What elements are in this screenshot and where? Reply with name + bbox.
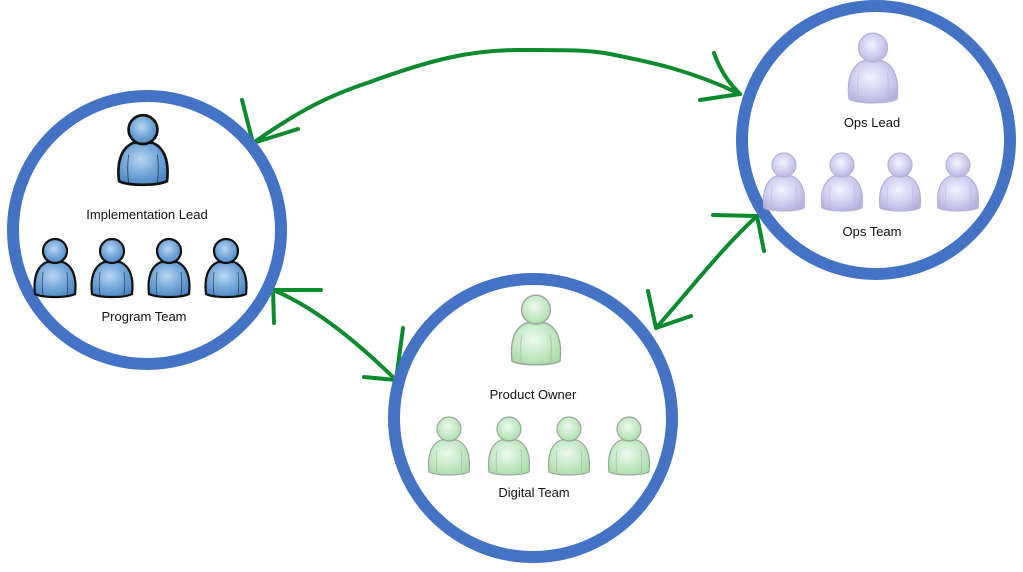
person-crease	[41, 271, 44, 296]
person-crease	[886, 72, 889, 101]
person-body	[820, 175, 864, 212]
person-crease	[98, 271, 101, 296]
person-head	[41, 237, 69, 265]
person-crease	[435, 449, 438, 474]
person-crease	[212, 271, 215, 296]
person-crease	[911, 185, 914, 210]
person-crease	[127, 154, 130, 183]
person-crease	[123, 271, 126, 296]
person-head	[945, 152, 971, 178]
person-body	[33, 260, 77, 299]
person-body	[147, 260, 191, 299]
lead-label: Ops Lead	[844, 115, 900, 130]
person-head	[496, 416, 522, 442]
member-person-icon	[487, 416, 531, 476]
team-members	[427, 416, 651, 476]
person-body	[762, 175, 806, 212]
member-person-icon	[607, 416, 651, 476]
person-head	[98, 237, 126, 265]
person-head	[520, 294, 552, 325]
arrow-program-ops	[240, 48, 742, 145]
person-crease	[853, 185, 856, 210]
person-crease	[495, 449, 498, 474]
person-crease	[615, 449, 618, 474]
person-head	[771, 152, 797, 178]
person-head	[616, 416, 642, 442]
person-head	[212, 237, 240, 265]
person-crease	[237, 271, 240, 296]
person-body	[487, 439, 531, 476]
person-body	[427, 439, 471, 476]
person-head	[127, 113, 159, 146]
member-person-icon	[878, 152, 922, 212]
person-body	[204, 260, 248, 299]
member-person-icon	[90, 237, 134, 299]
person-head	[436, 416, 462, 442]
member-person-icon	[762, 152, 806, 212]
lead-person-icon	[510, 294, 562, 366]
lead-label: Implementation Lead	[86, 207, 207, 222]
member-person-icon	[547, 416, 591, 476]
person-head	[556, 416, 582, 442]
member-person-icon	[820, 152, 864, 212]
person-crease	[857, 72, 860, 101]
person-body	[547, 439, 591, 476]
member-person-icon	[33, 237, 77, 299]
member-person-icon	[204, 237, 248, 299]
team-label: Program Team	[101, 309, 186, 324]
team-label: Digital Team	[498, 485, 569, 500]
person-head	[887, 152, 913, 178]
person-crease	[886, 185, 889, 210]
person-body	[936, 175, 980, 212]
member-person-icon	[936, 152, 980, 212]
arrow-program-ops-line	[251, 48, 742, 145]
lead-label: Product Owner	[490, 387, 577, 402]
group-ring	[388, 273, 678, 563]
person-body	[607, 439, 651, 476]
person-head	[829, 152, 855, 178]
person-body	[510, 322, 562, 366]
person-crease	[549, 334, 552, 363]
arrowhead-icon	[711, 213, 766, 253]
person-body	[847, 60, 899, 104]
person-crease	[520, 334, 523, 363]
lead-person-icon	[117, 113, 169, 187]
group-program: Implementation Lead Program Team	[7, 90, 287, 370]
person-crease	[795, 185, 798, 210]
arrowhead-icon	[646, 289, 693, 330]
team-members	[762, 152, 980, 212]
team-label: Ops Team	[842, 224, 901, 239]
lead-person-icon	[847, 32, 899, 104]
member-person-icon	[427, 416, 471, 476]
person-crease	[155, 271, 158, 296]
person-body	[90, 260, 134, 299]
person-crease	[180, 271, 183, 296]
group-digital: Product Owner Digital Team	[388, 273, 678, 563]
person-crease	[640, 449, 643, 474]
arrow-digital-ops-line	[654, 214, 759, 330]
person-crease	[944, 185, 947, 210]
arrow-program-digital-line	[271, 288, 398, 382]
person-head	[857, 32, 889, 63]
person-crease	[828, 185, 831, 210]
member-person-icon	[147, 237, 191, 299]
group-ops: Ops Lead Ops Team	[736, 0, 1016, 280]
person-crease	[520, 449, 523, 474]
person-crease	[969, 185, 972, 210]
person-crease	[460, 449, 463, 474]
person-crease	[156, 154, 159, 183]
arrowhead-icon	[698, 51, 742, 102]
arrow-program-digital	[271, 288, 405, 382]
person-body	[878, 175, 922, 212]
person-body	[117, 141, 169, 187]
person-crease	[580, 449, 583, 474]
person-head	[155, 237, 183, 265]
person-crease	[555, 449, 558, 474]
team-members	[33, 237, 248, 299]
arrow-digital-ops	[646, 213, 766, 330]
person-crease	[770, 185, 773, 210]
person-crease	[66, 271, 69, 296]
